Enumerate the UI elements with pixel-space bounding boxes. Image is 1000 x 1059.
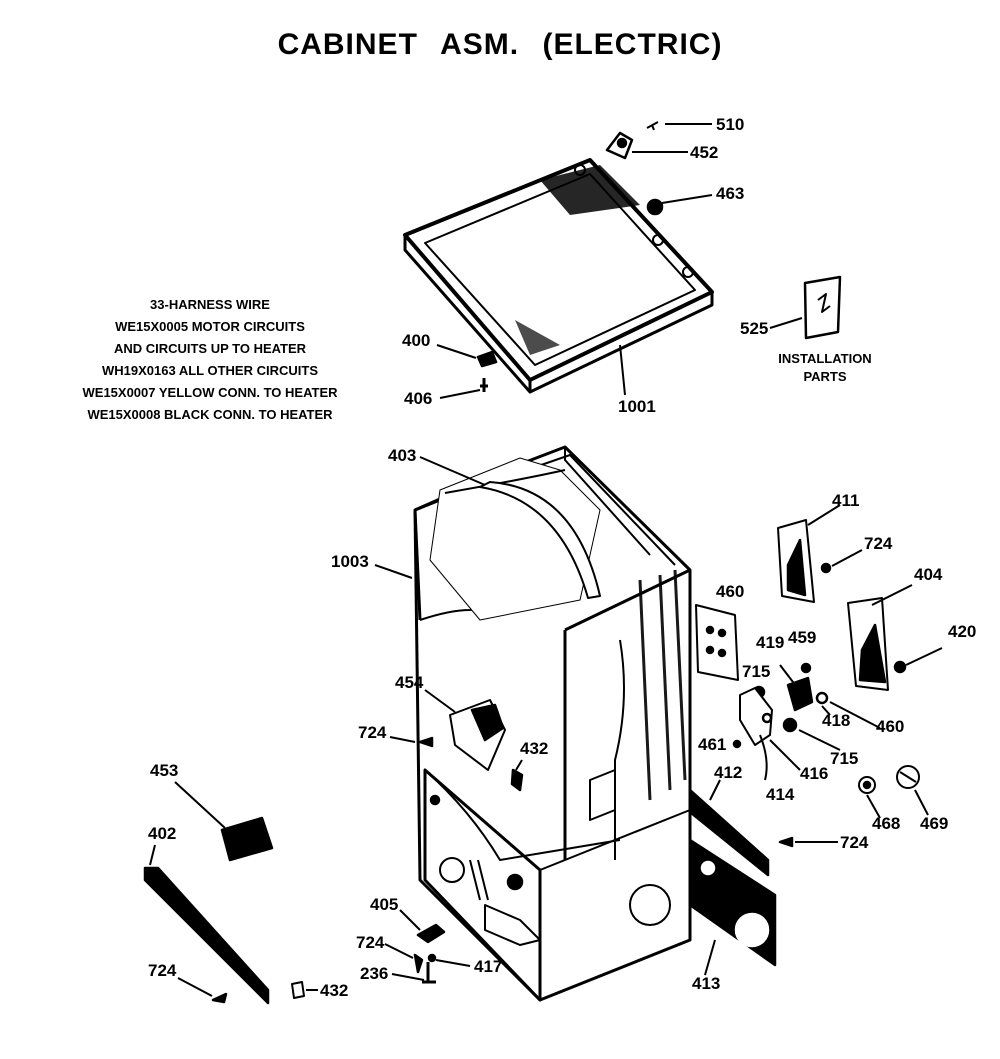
- label-510: 510: [716, 115, 745, 134]
- part-403-rail: [419, 456, 601, 599]
- label-452: 452: [690, 143, 719, 162]
- label-400: 400: [402, 331, 431, 350]
- label-1001: 1001: [618, 397, 656, 416]
- label-460-plate: 460: [716, 582, 745, 601]
- part-452: [605, 131, 688, 160]
- label-413: 413: [692, 974, 721, 993]
- harness-note-line: WE15X0005 MOTOR CIRCUITS: [115, 319, 305, 334]
- label-418: 418: [822, 711, 851, 730]
- part-405-cluster: [384, 909, 471, 984]
- label-411: 411: [832, 491, 860, 510]
- part-724-screw-right: [778, 836, 838, 848]
- label-468: 468: [872, 814, 901, 833]
- harness-wire-note: 33-HARNESS WIRE WE15X0005 MOTOR CIRCUITS…: [45, 294, 375, 426]
- label-432-bottom: 432: [320, 981, 349, 1000]
- harness-note-line: WE15X0008 BLACK CONN. TO HEATER: [87, 407, 333, 422]
- harness-note-line: WE15X0007 YELLOW CONN. TO HEATER: [82, 385, 338, 400]
- label-454: 454: [395, 673, 424, 692]
- part-400-406: [436, 344, 626, 399]
- part-404-panel: [847, 584, 943, 691]
- harness-note-line: 33-HARNESS WIRE: [150, 297, 270, 312]
- harness-note-line: WH19X0163 ALL OTHER CIRCUITS: [102, 363, 318, 378]
- label-412: 412: [714, 763, 743, 782]
- part-525-installation-packet: [769, 275, 842, 340]
- part-463: [646, 194, 713, 216]
- label-724-mid: 724: [358, 723, 387, 742]
- label-463: 463: [716, 184, 745, 203]
- label-724-bottom: 724: [356, 933, 385, 952]
- part-413-back-panel: [688, 838, 777, 976]
- part-switch-cluster: [732, 662, 881, 781]
- label-453: 453: [150, 761, 179, 780]
- part-453-bracket: [174, 781, 274, 862]
- part-411-panel: [777, 504, 863, 603]
- cabinet-body: [413, 445, 692, 1002]
- label-461: 461: [698, 735, 727, 754]
- label-715-lower: 715: [830, 749, 859, 768]
- part-724-screw-bottom-left: [177, 977, 228, 1004]
- label-402: 402: [148, 824, 177, 843]
- installation-parts-label: INSTALLATION PARTS: [778, 351, 872, 384]
- label-469: 469: [920, 814, 949, 833]
- part-402-kick-panel: [143, 844, 270, 1005]
- label-416: 416: [800, 764, 829, 783]
- part-454-bracket: [389, 689, 524, 792]
- label-405: 405: [370, 895, 399, 914]
- part-460-plate: [695, 604, 739, 681]
- label-724-right: 724: [840, 833, 869, 852]
- part-468-469-knobs: [858, 765, 929, 819]
- label-417: 417: [474, 957, 503, 976]
- label-724-bottom-left: 724: [148, 961, 177, 980]
- part-510: [646, 121, 712, 131]
- label-525: 525: [740, 319, 769, 338]
- harness-note-line: AND CIRCUITS UP TO HEATER: [113, 341, 307, 356]
- part-1003-panel: [374, 564, 413, 579]
- label-459: 459: [788, 628, 817, 647]
- label-460-screw: 460: [876, 717, 905, 736]
- label-1003: 1003: [331, 552, 369, 571]
- page-title: CABINET ASM. (ELECTRIC): [277, 28, 723, 61]
- part-432-clip-bottom: [291, 981, 318, 999]
- label-715-upper: 715: [742, 662, 771, 681]
- label-432-mid: 432: [520, 739, 549, 758]
- label-236: 236: [360, 964, 389, 983]
- label-420: 420: [948, 622, 977, 641]
- label-403: 403: [388, 446, 417, 465]
- label-404: 404: [914, 565, 943, 584]
- label-414: 414: [766, 785, 795, 804]
- part-412-strip: [688, 779, 770, 877]
- label-419: 419: [756, 633, 785, 652]
- label-724-top-right: 724: [864, 534, 893, 553]
- top-cover-1001: [403, 158, 714, 394]
- label-406: 406: [404, 389, 433, 408]
